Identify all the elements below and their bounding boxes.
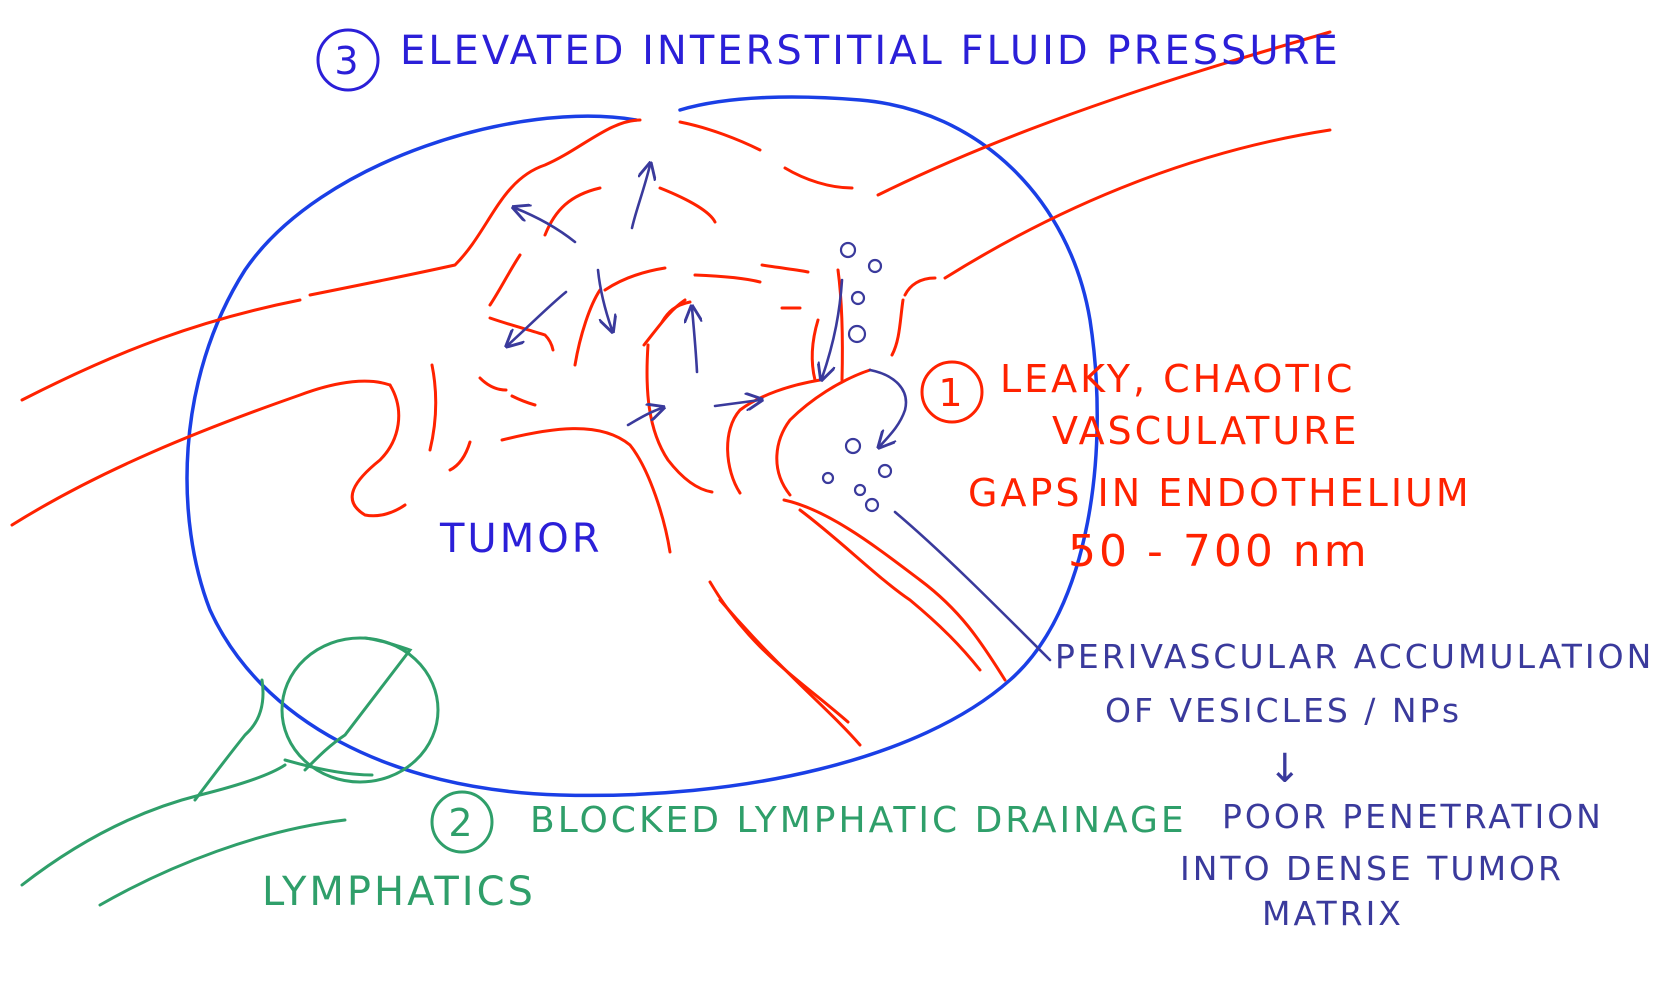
- vesicle-icon: [847, 324, 867, 344]
- perivascular-line-2: OF VESICLES / NPs: [1105, 691, 1462, 730]
- arrow-icon: [868, 368, 908, 446]
- result-line-1: POOR PENETRATION: [1222, 797, 1604, 836]
- leaky-line-1: LEAKY, CHAOTIC: [1000, 357, 1355, 401]
- vessel-left-bottom: [10, 379, 392, 527]
- vessels: [10, 30, 1332, 747]
- result-line-2: INTO DENSE TUMOR: [1180, 849, 1564, 888]
- badge-2-label: 2: [448, 801, 475, 845]
- vessel-upper-right-top: [876, 30, 1332, 197]
- vesicles: [821, 241, 893, 513]
- result-arrow: ↓: [1268, 746, 1305, 792]
- lymphatics: [20, 636, 440, 907]
- lymphatics-label: LYMPHATICS: [262, 869, 536, 915]
- tumor-outline: [185, 95, 1099, 798]
- vessel-left-top: [20, 298, 302, 402]
- arrow-icon: [713, 400, 760, 406]
- vesicle-icon: [867, 258, 883, 274]
- vesicle-icon: [850, 290, 866, 306]
- arrow-icon: [508, 290, 568, 345]
- arrow-icon: [630, 165, 650, 230]
- number-badge-2: [430, 790, 494, 854]
- vesicle-icon: [844, 437, 862, 455]
- leaky-line-2: VASCULATURE: [1052, 409, 1360, 453]
- vesicle-icon: [821, 471, 835, 485]
- gaps-line-2: 50 - 700 nm: [1068, 526, 1370, 577]
- badge-3-label: 3: [334, 39, 361, 83]
- blocked-lymph-icon: [280, 636, 440, 784]
- arrow-icon: [626, 408, 662, 427]
- number-badge-1: [920, 360, 984, 424]
- vessel-left-top-b: [308, 118, 642, 297]
- tumor-label: TUMOR: [439, 516, 603, 562]
- vesicle-icon: [877, 463, 893, 479]
- arrow-icon: [692, 308, 697, 374]
- vessel-upper-right-bottom: [943, 128, 1332, 280]
- arrow-icon: [822, 278, 844, 378]
- blocked-label: BLOCKED LYMPHATIC DRAINAGE: [530, 800, 1187, 841]
- badge-1-label: 1: [938, 371, 965, 415]
- result-line-3: MATRIX: [1262, 894, 1404, 933]
- vesicle-icon: [853, 483, 867, 497]
- diagram-title: ELEVATED INTERSTITIAL FLUID PRESSURE: [400, 28, 1341, 74]
- pointer-line: [893, 510, 1052, 662]
- vesicle-icon: [839, 241, 857, 259]
- flow-arrows: [508, 165, 1052, 662]
- vesicle-icon: [864, 497, 880, 513]
- arrow-icon: [596, 268, 612, 330]
- number-badge-3: [316, 28, 380, 92]
- arrow-icon: [515, 208, 577, 244]
- perivascular-line-1: PERIVASCULAR ACCUMULATION: [1055, 637, 1654, 676]
- gaps-line-1: GAPS IN ENDOTHELIUM: [968, 471, 1472, 515]
